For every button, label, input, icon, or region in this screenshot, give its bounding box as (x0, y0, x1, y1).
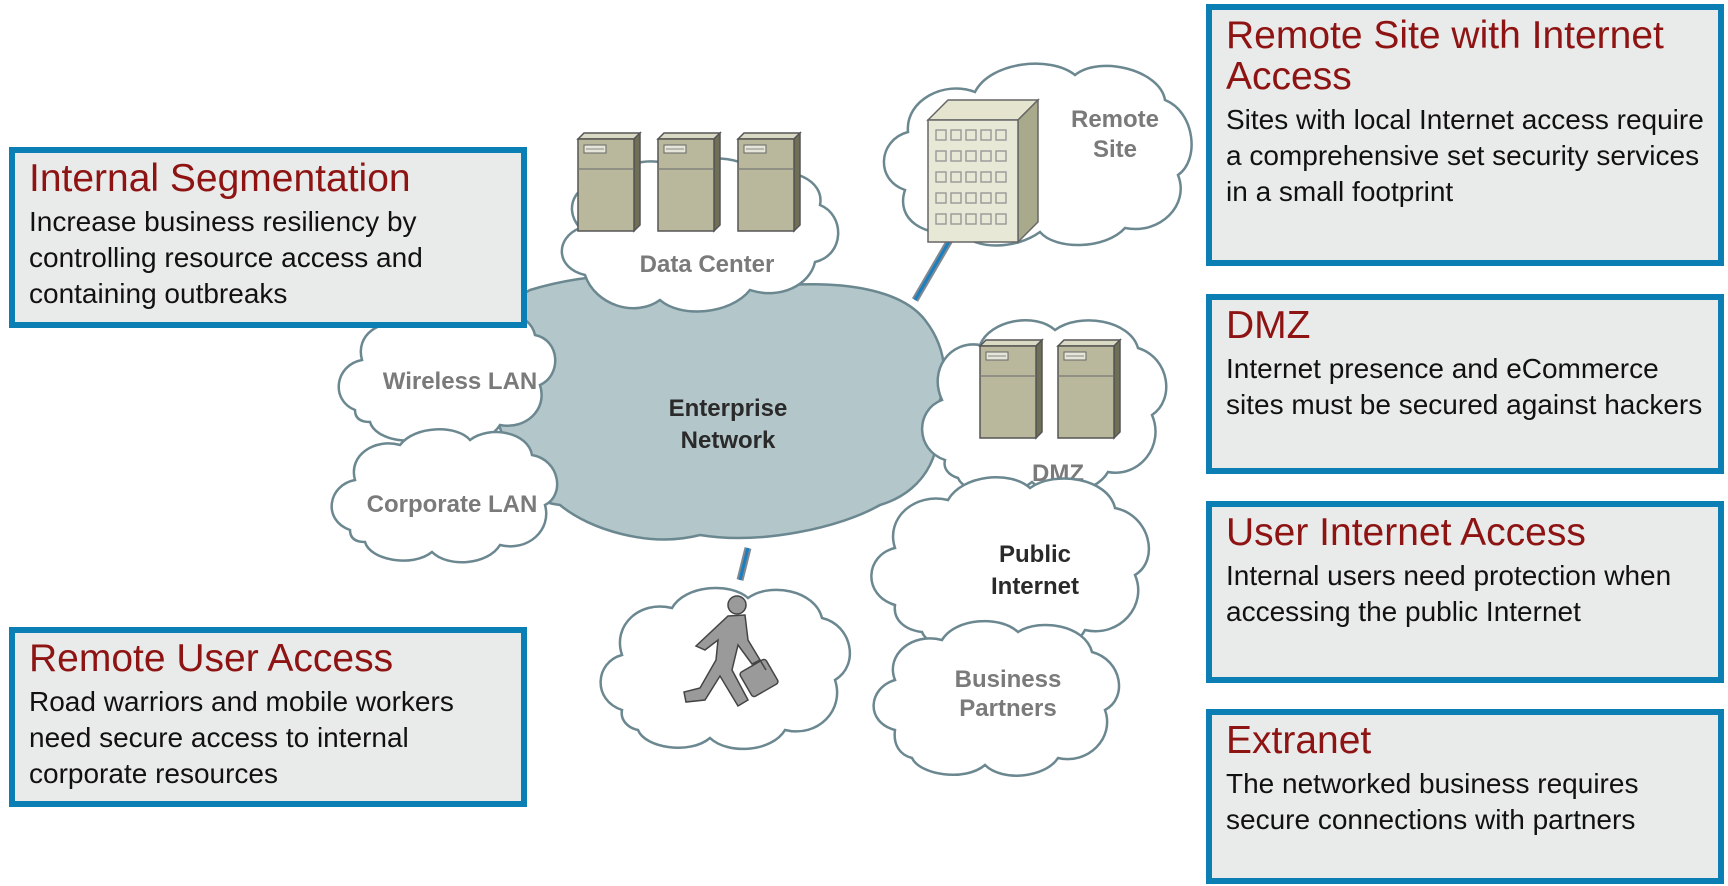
remote-site-label-1: Remote (1071, 106, 1159, 133)
enterprise-network-label-2: Network (681, 427, 776, 454)
dmz-cloud: DMZ (920, 319, 1168, 495)
wireless-lan-label: Wireless LAN (383, 368, 538, 395)
network-links (736, 238, 954, 581)
server-icon (1057, 339, 1121, 439)
callout-body: The networked business requires secure c… (1226, 767, 1639, 835)
enterprise-network-cloud: Enterprise Network (494, 272, 946, 541)
callout-title: Extranet (1226, 719, 1372, 762)
callout-user-internet-access: User Internet Access Internal users need… (1206, 501, 1724, 683)
callout-title: User Internet Access (1226, 511, 1586, 554)
running-businessman-icon (683, 595, 779, 708)
server-icon (737, 132, 801, 232)
callout-remote-site: Remote Site with Internet Access Sites w… (1206, 4, 1724, 266)
business-partners-label-1: Business (955, 666, 1062, 693)
callout-extranet: Extranet The networked business requires… (1206, 709, 1724, 884)
callout-remote-user-access: Remote User Access Road warriors and mob… (9, 627, 527, 807)
callout-body: Internet presence and eCommerce sites mu… (1226, 352, 1703, 420)
mobile-user-cloud (599, 586, 851, 751)
server-icon (979, 339, 1043, 439)
data-center-label: Data Center (640, 251, 775, 278)
callout-title: Remote User Access (29, 637, 394, 680)
enterprise-network-label-1: Enterprise (669, 395, 788, 422)
server-icon (657, 132, 721, 232)
callout-body: Road warriors and mobile workers need se… (29, 685, 454, 789)
business-partners-label-2: Partners (959, 695, 1056, 722)
corporate-lan-cloud: Corporate LAN (330, 428, 559, 564)
wireless-lan-cloud: Wireless LAN (337, 308, 557, 444)
callout-body: Sites with local Internet access require… (1226, 103, 1704, 207)
public-internet-label-1: Public (999, 541, 1071, 568)
corporate-lan-label: Corporate LAN (367, 491, 538, 518)
public-internet-label-2: Internet (991, 573, 1079, 600)
callout-title: Internal Segmentation (29, 157, 411, 200)
link-mobile-user-inner (738, 547, 750, 581)
callout-body: Internal users need protection when acce… (1226, 559, 1672, 627)
remote-site-label-2: Site (1093, 136, 1137, 163)
data-center-cloud: Data Center (560, 132, 840, 313)
callout-dmz: DMZ Internet presence and eCommerce site… (1206, 294, 1724, 474)
callout-internal-segmentation: Internal Segmentation Increase business … (9, 147, 527, 328)
callout-body: Increase business resiliency by controll… (29, 205, 423, 309)
public-internet-cloud: Public Internet (870, 476, 1151, 654)
server-icon (577, 132, 641, 232)
callout-title: DMZ (1226, 304, 1311, 347)
callout-title: Remote Site with Internet Access (1226, 14, 1664, 98)
office-building-icon (926, 98, 1040, 244)
link-remote-site-inner (913, 239, 952, 301)
remote-site-cloud: Remote Site (882, 62, 1193, 247)
business-partners-cloud: Business Partners (872, 619, 1121, 777)
